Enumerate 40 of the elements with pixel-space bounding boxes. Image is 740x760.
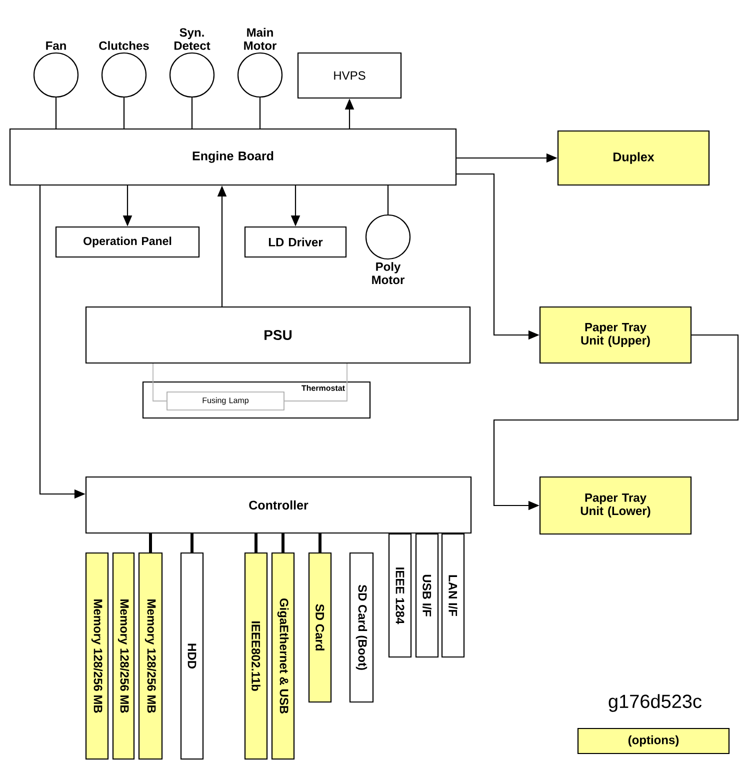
figure-number: g176d523c (608, 694, 702, 712)
connector (149, 534, 152, 552)
module-bar: HDD (180, 552, 204, 760)
module-bar: IEEE 1284 (388, 533, 412, 658)
module-bar: LAN I/F (441, 533, 465, 658)
board-box: Controller (85, 476, 472, 534)
board-box: Engine Board (9, 128, 457, 186)
connector (282, 534, 284, 552)
module-bar: Memory 128/256 MB (112, 552, 135, 760)
component-box: LD Driver (244, 226, 347, 258)
module-bar: Memory 128/256 MB (138, 552, 163, 760)
node-label: Clutches (99, 41, 149, 50)
module-bar: SD Card (308, 552, 332, 703)
node-label: Fan (46, 42, 66, 50)
option-box: Paper Tray Unit (Lower) (539, 476, 692, 535)
board-box: PSU (85, 306, 471, 364)
connector (152, 363, 168, 402)
component-box: HVPS (297, 52, 402, 99)
node-label: Poly Motor (372, 262, 404, 284)
module-bar: IEEE802.11b (244, 552, 268, 760)
connector (254, 534, 258, 552)
connector (259, 98, 261, 128)
lamp-box: Fusing Lamp (166, 392, 284, 410)
option-box: Duplex (557, 130, 710, 186)
module-bar: GigaEthernet & USB (271, 552, 295, 760)
connector (191, 98, 193, 128)
connector (318, 534, 322, 552)
connector (387, 186, 389, 214)
module-bar: SD Card (Boot) (349, 552, 374, 703)
connector (190, 534, 194, 552)
node-label: Main Motor (244, 28, 276, 50)
legend-item: (options) (577, 728, 730, 754)
connector (284, 363, 348, 402)
node-label: Syn. Detect (174, 28, 210, 50)
module-bar: USB I/F (415, 533, 439, 658)
connector (55, 98, 57, 128)
connector (123, 98, 125, 128)
component-box: Operation Panel (55, 226, 200, 258)
module-bar: Memory 128/256 MB (85, 552, 109, 760)
option-box: Paper Tray Unit (Upper) (539, 306, 692, 364)
